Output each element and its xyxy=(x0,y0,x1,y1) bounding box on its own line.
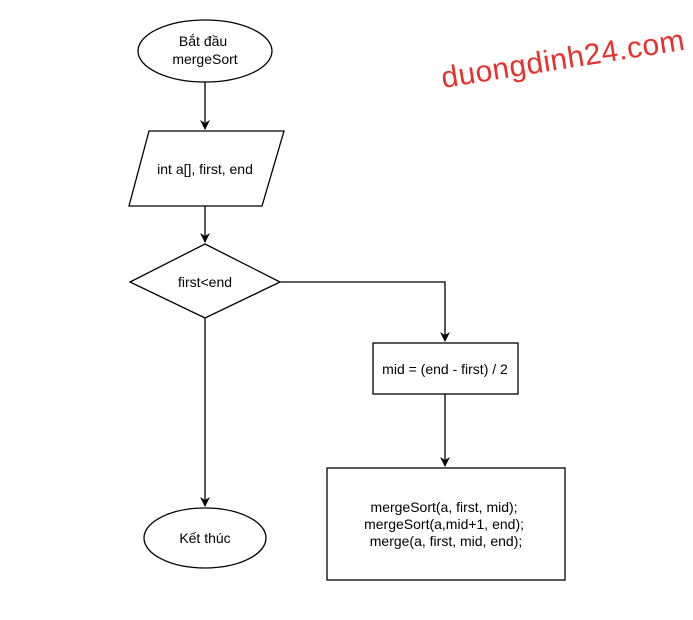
edge-decision-to-mid xyxy=(280,281,450,342)
process-calls-box xyxy=(326,467,566,581)
process-mid-label: mid = (end - first) / 2 xyxy=(382,361,508,377)
process-calls-label: mergeSort(a, first, mid); mergeSort(a,mi… xyxy=(364,499,528,549)
start-label: Bắt đầu mergeSort xyxy=(172,33,237,67)
watermark: duongdinh24.com xyxy=(439,24,687,95)
process-calls-line-2: mergeSort(a,mid+1, end); xyxy=(364,516,524,532)
start-terminator xyxy=(137,19,273,83)
end-terminator xyxy=(143,507,267,569)
process-calls-line-3: merge(a, first, mid, end); xyxy=(370,533,523,549)
decision-label: first<end xyxy=(178,274,232,290)
process-calls-line-1: mergeSort(a, first, mid); xyxy=(371,499,518,515)
input-label: int a[], first, end xyxy=(157,161,253,177)
process-mid-box xyxy=(372,342,519,395)
end-label: Kết thúc xyxy=(179,530,230,546)
start-label-line-1: Bắt đầu xyxy=(179,33,227,49)
input-parallelogram xyxy=(128,130,285,207)
start-label-line-2: mergeSort xyxy=(172,51,237,67)
decision-diamond xyxy=(128,243,282,319)
